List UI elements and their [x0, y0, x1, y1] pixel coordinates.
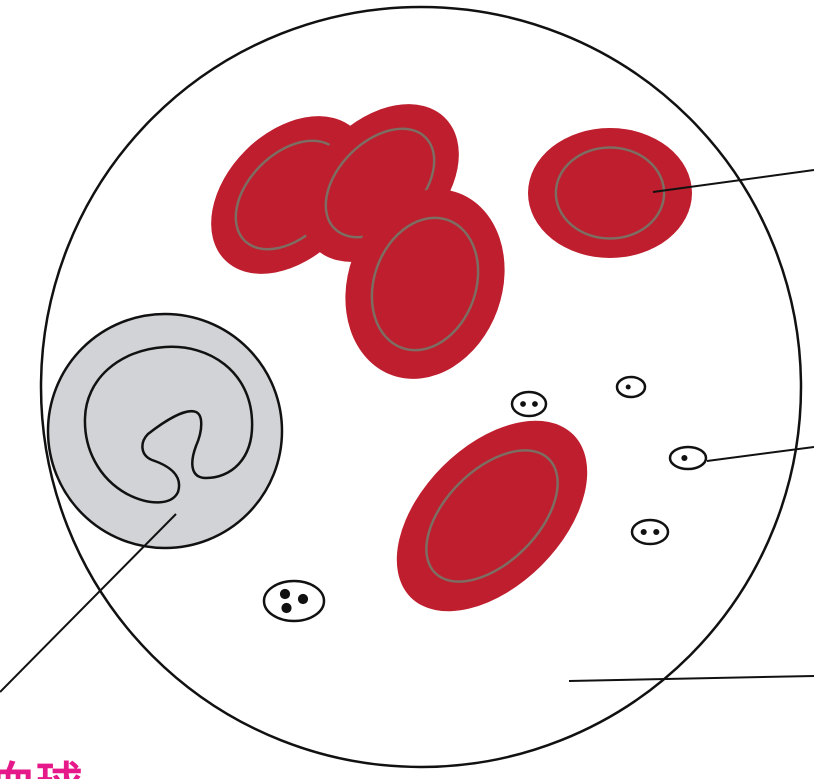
platelet-granule — [280, 589, 290, 599]
platelet-granule — [681, 455, 687, 461]
platelet-4 — [632, 520, 668, 544]
red-blood-cell-4 — [528, 128, 692, 258]
platelet-body — [670, 447, 706, 469]
white-blood-cell — [48, 314, 282, 548]
platelet-granule — [626, 385, 631, 390]
white-blood-cell-body — [48, 314, 282, 548]
platelet-body — [632, 520, 668, 544]
platelet-1 — [512, 392, 546, 416]
platelet-body — [512, 392, 546, 416]
platelet-granule — [641, 529, 647, 535]
platelet-granule — [520, 401, 526, 407]
platelet-granule — [653, 529, 659, 535]
platelet-granule — [532, 401, 538, 407]
platelet-granule — [298, 594, 308, 604]
platelet-3 — [670, 447, 706, 469]
platelet-2 — [617, 377, 645, 397]
platelet-body — [617, 377, 645, 397]
platelet-5 — [264, 581, 324, 621]
platelet-granule — [281, 603, 291, 613]
platelet-body — [264, 581, 324, 621]
cut-off-label: 血球 — [0, 757, 83, 779]
